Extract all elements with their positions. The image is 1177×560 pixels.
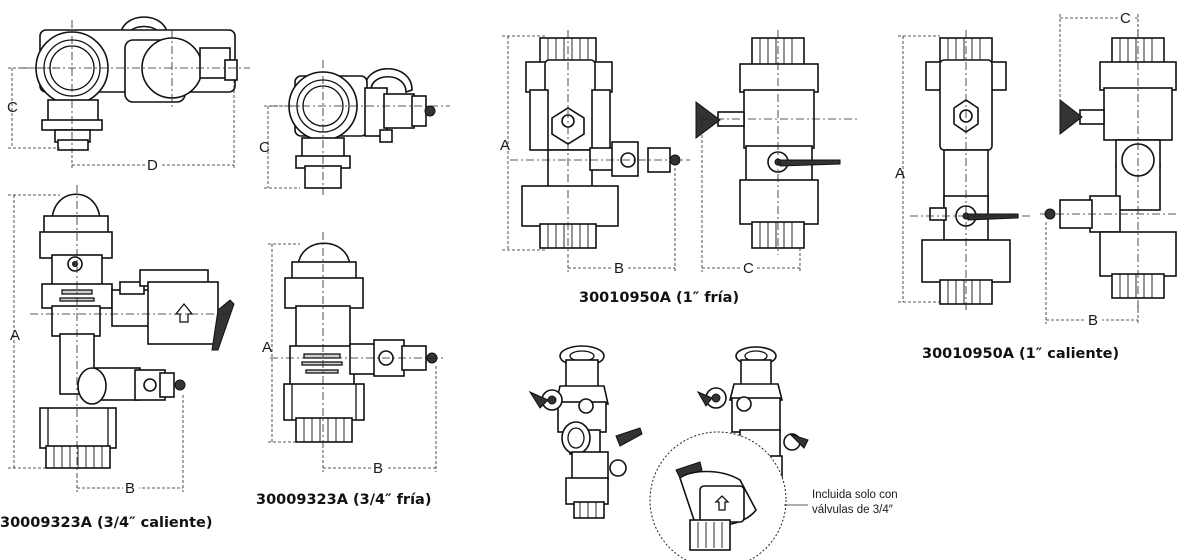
dimension-label-b: B bbox=[614, 260, 624, 277]
dimension-b-front-mid: B bbox=[322, 366, 437, 477]
dimension-c-top-mid: C bbox=[259, 105, 300, 189]
dimension-label-c: C bbox=[7, 99, 18, 116]
dimension-a-1-caliente: A bbox=[895, 35, 940, 303]
caption-34-fria: 30009323A (3/4″ fría) bbox=[256, 492, 431, 508]
dimension-a-front-mid: A bbox=[262, 243, 300, 443]
dimension-label-d: D bbox=[147, 157, 158, 174]
caption-1-fria: 30010950A (1″ fría) bbox=[579, 290, 739, 306]
dimension-d: D bbox=[71, 80, 235, 174]
side-view-1-fria bbox=[695, 30, 860, 255]
front-view-34-fria bbox=[270, 232, 445, 450]
dimension-c-top-left: C bbox=[7, 67, 60, 149]
front-view-34-caliente bbox=[30, 185, 235, 475]
caption-34-caliente: 30009323A (3/4″ caliente) bbox=[0, 515, 212, 531]
dimension-label-c: C bbox=[743, 260, 754, 277]
dimension-label-c: C bbox=[1120, 10, 1131, 27]
dimension-b-front-left: B bbox=[76, 395, 184, 497]
detail-circle bbox=[649, 431, 787, 560]
dimension-label-b: B bbox=[1088, 312, 1098, 329]
dimension-label-a: A bbox=[10, 327, 20, 344]
dimension-c-1-caliente: C bbox=[1059, 8, 1139, 110]
caption-1-caliente: 30010950A (1″ caliente) bbox=[922, 346, 1119, 362]
front-view-1-caliente bbox=[910, 30, 1030, 310]
front-view-1-fria bbox=[510, 30, 690, 255]
top-view-34-caliente bbox=[20, 16, 250, 151]
side-view-1-caliente bbox=[1040, 30, 1177, 310]
top-view-34-fria bbox=[270, 60, 450, 195]
dimension-label-b: B bbox=[125, 480, 135, 497]
dimension-label-b: B bbox=[373, 460, 383, 477]
dimension-c-1-fria: C bbox=[701, 120, 801, 277]
dimension-label-a: A bbox=[500, 137, 510, 154]
dimension-a-front-left: A bbox=[8, 194, 60, 469]
dimension-b-1-caliente: B bbox=[1045, 222, 1139, 329]
isometric-valve-left bbox=[528, 345, 643, 519]
dimension-label-a: A bbox=[895, 165, 905, 182]
dimension-label-c: C bbox=[259, 139, 270, 156]
note-line-2: válvulas de 3/4″ bbox=[812, 504, 893, 516]
note-line-1: Incluida solo con bbox=[812, 489, 898, 501]
dimension-label-a: A bbox=[262, 339, 272, 356]
dimension-b-1-fria: B bbox=[567, 168, 676, 277]
dimension-a-1-fria: A bbox=[500, 35, 545, 251]
